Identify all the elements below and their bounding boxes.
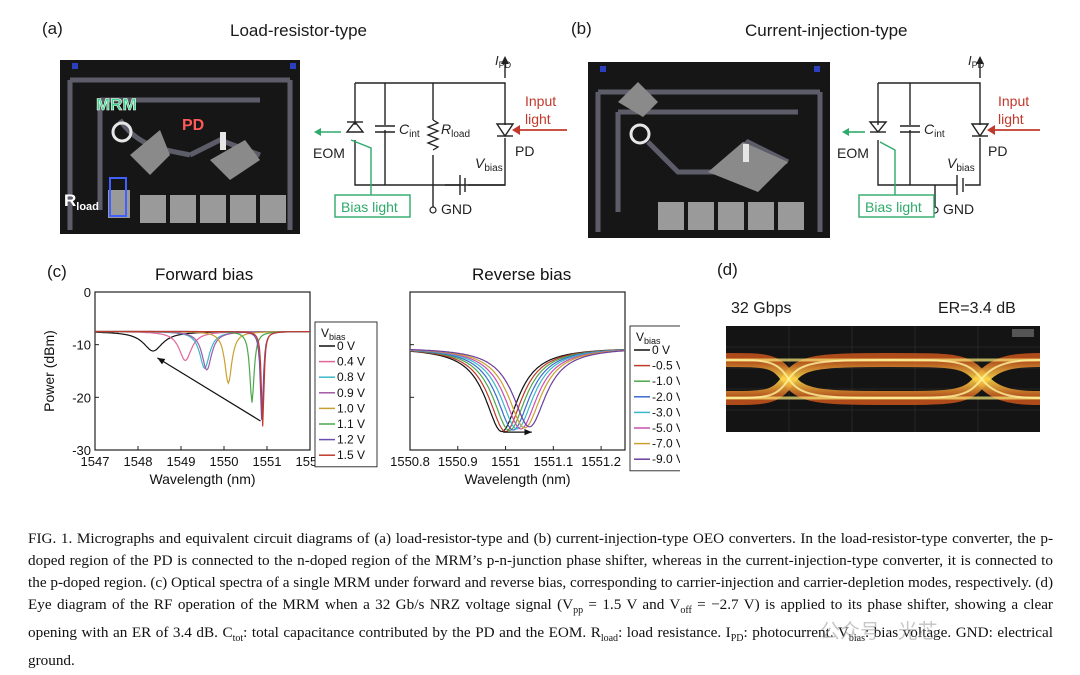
x-tick-label: 1551.2 [581,454,621,469]
x-tick-label: 1551 [491,454,520,469]
watermark: 公众号 · 光芯 [820,621,938,643]
caption-t4: : total capacitance contributed by the P… [243,624,601,642]
legend-label-6: 1.2 V [337,433,365,447]
caption-fig-number: FIG. 1. [28,530,73,547]
input-light-label-a: Input [525,93,556,109]
panel-label-b: (b) [571,19,592,38]
caption-t2: = 1.5 V and V [583,596,681,613]
eom-label-b: EOM [837,145,869,161]
x-tick-label: 1551 [253,454,282,469]
legend-label-7: -9.0 V [652,452,680,466]
caption-t3: = −2.7 V) is applied to its phase shifte… [28,596,1053,642]
trend-arrow [157,357,261,422]
caption-t7: : bias voltage. GND: electrical ground. [28,624,1053,670]
input-light-label-a2: light [525,111,551,127]
input-light-label-b: Input [998,93,1029,109]
x-tick-label: 1549 [167,454,196,469]
x-tick-label: 1550 [210,454,239,469]
pd-circuit-label-a: PD [515,143,534,159]
series-line-7 [409,348,626,428]
pd-circuit-label-b: PD [988,143,1007,159]
micrograph-load-resistor: MRM PD Rload [60,60,300,234]
caption-voff-sub: off [680,605,692,617]
x-tick-label: 1550.9 [438,454,478,469]
x-tick-label: 1550.8 [390,454,430,469]
panel-label-a: (a) [42,19,63,38]
caption-text: Micrographs and equivalent circuit diagr… [28,530,1053,613]
legend-label-5: -5.0 V [652,421,680,435]
rload-label: Rload [64,191,99,213]
legend-label-1: 0.4 V [337,355,365,369]
caption-vpp-sub: pp [573,605,584,617]
circuit-load-resistor: Bias light IPD Input light Cint Rload EO… [313,53,567,218]
plot-frame [409,291,626,451]
gnd-label-b: GND [943,201,974,217]
rload-circuit-label: Rload [441,121,470,140]
cint-label-b: Cint [924,121,945,140]
caption-ipd-sub: PD [730,633,744,645]
chart-title: Forward bias [155,265,253,284]
caption-t5: : load resistance. I [618,624,731,642]
chart-title: Reverse bias [472,265,571,284]
gnd-label-a: GND [441,201,472,217]
trend-arrowhead [157,357,166,365]
legend-label-6: -7.0 V [652,437,680,451]
legend-label-4: 1.0 V [337,401,365,415]
series-line-7 [95,330,310,427]
eye-diagram [726,326,1040,432]
legend-label-2: -1.0 V [652,374,680,388]
ipd-label-a: IPD [495,53,512,70]
y-tick-label: -30 [72,443,91,458]
eye-rate-label: 32 Gbps [731,300,792,317]
legend-label-3: 0.9 V [337,386,365,400]
legend-label-0: 0 V [652,343,670,357]
ipd-label-b: IPD [968,53,985,70]
legend-label-1: -0.5 V [652,359,680,373]
legend-title: Vbias [321,326,346,342]
caption-t6: : photocurrent. V [743,624,849,642]
y-tick-label: 0 [84,285,91,300]
legend-label-0: 0 V [337,339,355,353]
figure-caption: FIG. 1. Micrographs and equivalent circu… [28,528,1053,672]
trend-arrowhead [524,428,532,436]
eom-label-a: EOM [313,145,345,161]
bias-light-label-b: Bias light [865,199,922,215]
caption-ctot-sub: tot [232,633,244,645]
legend-label-2: 0.8 V [337,370,365,384]
x-axis-label: Wavelength (nm) [464,471,570,487]
eye-er-label: ER=3.4 dB [938,300,1016,317]
legend-label-4: -3.0 V [652,405,680,419]
y-tick-label: -10 [72,338,91,353]
panel-label-d: (d) [717,260,738,279]
micrograph-current-injection [588,62,830,238]
panel-label-c: (c) [47,262,67,281]
mrm-label: MRM [96,95,137,114]
vbias-label-b: Vbias [947,155,975,174]
circuit-current-injection: Bias light IPD Input light Cint EOM PD V… [837,53,1040,218]
input-light-label-b2: light [998,111,1024,127]
legend-label-5: 1.1 V [337,417,365,431]
panel-title-a: Load-resistor-type [230,21,368,40]
x-tick-label: 1551.1 [533,454,573,469]
bias-light-label-a: Bias light [341,199,398,215]
plot-frame [94,291,311,451]
x-axis-label: Wavelength (nm) [149,471,255,487]
caption-vbias-sub: bias [848,633,865,645]
pd-label: PD [182,117,204,134]
legend-label-3: -2.0 V [652,390,680,404]
legend-label-7: 1.5 V [337,448,365,462]
cint-label-a: Cint [399,121,420,140]
vbias-label-a: Vbias [475,155,503,174]
x-tick-label: 1547 [81,454,110,469]
x-tick-label: 1548 [124,454,153,469]
y-axis-label: Power (dBm) [41,330,57,412]
panel-title-b: Current-injection-type [745,21,908,40]
y-tick-label: -20 [72,390,91,405]
caption-rload-sub: load [600,633,619,645]
legend-title: Vbias [636,330,661,346]
